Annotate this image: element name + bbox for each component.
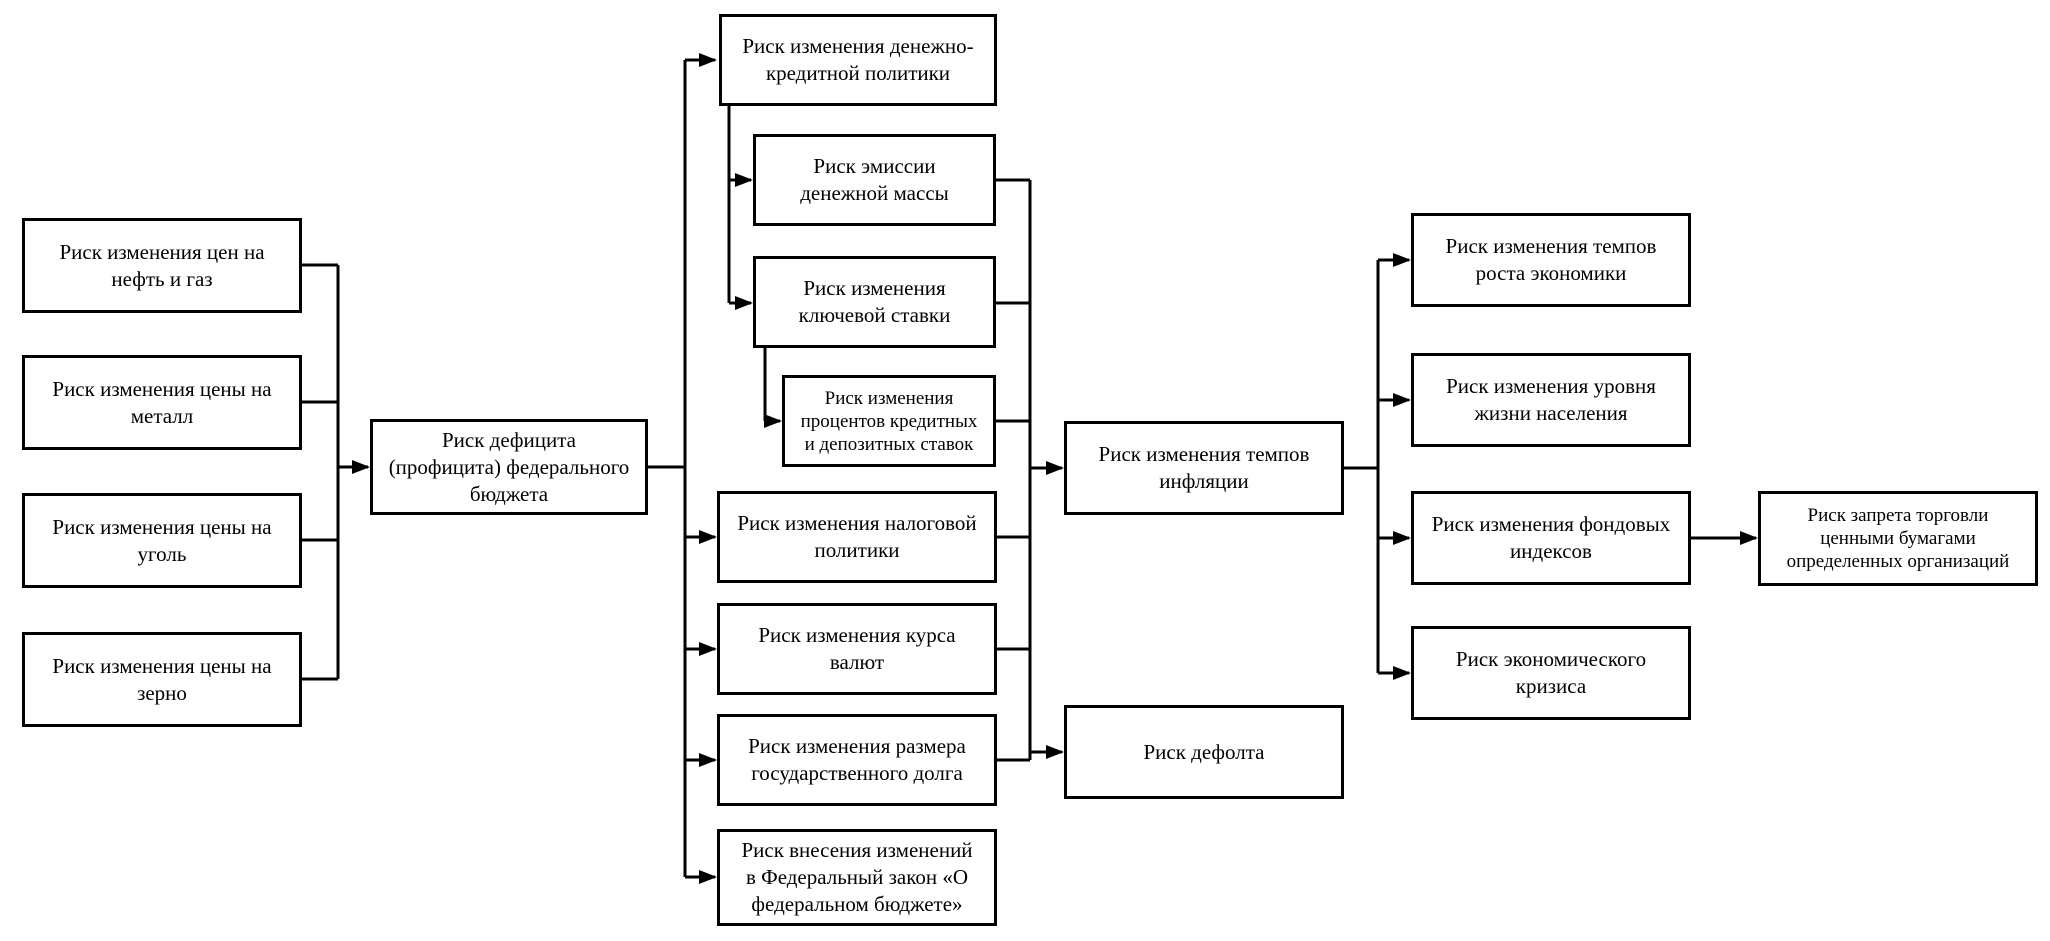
node-metal-price-risk: Риск изменения цены на металл [22,355,302,450]
arrow-budget-branch [699,530,717,544]
node-coal-price-risk: Риск изменения цены на уголь [22,493,302,588]
node-budget-law-change-risk: Риск внесения изменений в Федеральный за… [717,829,997,926]
arrow-budget-branch [699,870,717,884]
node-money-emission-risk: Риск эмиссии денежной массы [753,134,996,226]
arrow-budget-branch [699,753,717,767]
node-public-debt-risk: Риск изменения размера государственного … [717,714,997,806]
arrow-to-emission [735,173,753,187]
arrow-to-credit-rates [764,414,782,428]
node-monetary-policy-risk: Риск изменения денежно- кредитной полити… [719,14,997,106]
arrow-budget-branch [699,642,717,656]
arrow-to-default [1046,745,1064,759]
node-key-rate-risk: Риск изменения ключевой ставки [753,256,996,348]
arrow-to-trade-ban [1740,531,1758,545]
arrow-to-budget [352,460,370,474]
node-securities-trade-ban-risk: Риск запрета торговли ценными бумагами о… [1758,491,2038,586]
node-oil-gas-price-risk: Риск изменения цен на нефть и газ [22,218,302,313]
arrow-macro-branch [1393,393,1411,407]
node-living-standard-risk: Риск изменения уровня жизни населения [1411,353,1691,447]
node-currency-rate-risk: Риск изменения курса валют [717,603,997,695]
node-tax-policy-risk: Риск изменения налоговой политики [717,491,997,583]
node-economic-crisis-risk: Риск экономического кризиса [1411,626,1691,720]
node-default-risk: Риск дефолта [1064,705,1344,799]
arrow-to-key-rate [735,296,753,310]
node-grain-price-risk: Риск изменения цены на зерно [22,632,302,727]
arrow-to-inflation [1046,461,1064,475]
arrow-macro-branch [1393,666,1411,680]
node-credit-deposit-rates-risk: Риск изменения процентов кредитных и деп… [782,375,996,467]
node-stock-index-risk: Риск изменения фондовых индексов [1411,491,1691,585]
node-inflation-rate-risk: Риск изменения темпов инфляции [1064,421,1344,515]
node-budget-deficit-risk: Риск дефицита (профицита) федерального б… [370,419,648,515]
arrow-budget-branch [699,53,717,67]
arrow-macro-branch [1393,253,1411,267]
node-economic-growth-risk: Риск изменения темпов роста экономики [1411,213,1691,307]
arrow-macro-branch [1393,531,1411,545]
